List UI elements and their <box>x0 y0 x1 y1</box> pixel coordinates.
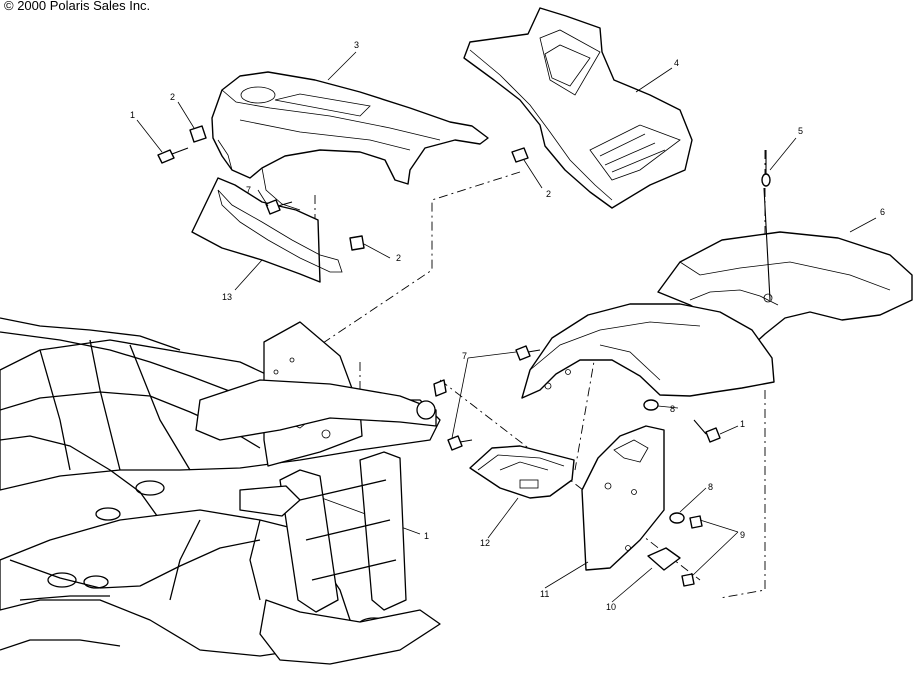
copyright-notice: © 2000 Polaris Sales Inc. <box>4 0 151 13</box>
callout-label: 1 <box>130 110 135 120</box>
main-frame <box>0 317 441 665</box>
callout-label: 1 <box>424 531 429 541</box>
callout-label: 11 <box>540 589 549 599</box>
leader-lines <box>136 51 877 603</box>
callout-label: 10 <box>606 602 616 612</box>
fasteners <box>157 125 721 587</box>
front-cab-panel <box>211 71 489 211</box>
rear-left-fender <box>521 303 775 399</box>
callout-label: 9 <box>740 530 745 540</box>
callout-label: 2 <box>396 253 401 263</box>
callout-label: 1 <box>740 419 745 429</box>
callout-label: 2 <box>170 92 175 102</box>
callout-label: 6 <box>880 207 885 217</box>
callout-label: 5 <box>798 126 803 136</box>
headlight-pod <box>463 7 693 209</box>
callout-labels: 1 2 3 4 2 2 7 13 5 6 7 8 1 8 9 12 1 11 1… <box>130 40 885 612</box>
fender-bracket <box>469 445 575 499</box>
clamp-plate <box>647 547 681 571</box>
callout-label: 2 <box>546 189 551 199</box>
callout-label: 4 <box>674 58 679 68</box>
callout-label: 13 <box>222 292 232 302</box>
callout-label: 3 <box>354 40 359 50</box>
mud-flap <box>581 425 665 571</box>
callout-label: 12 <box>480 538 490 548</box>
front-lower-panel <box>191 177 343 283</box>
whip-antenna <box>761 150 771 301</box>
callout-label: 8 <box>708 482 713 492</box>
callout-label: 8 <box>670 404 675 414</box>
callout-label: 7 <box>462 351 467 361</box>
callout-label: 7 <box>246 185 251 195</box>
